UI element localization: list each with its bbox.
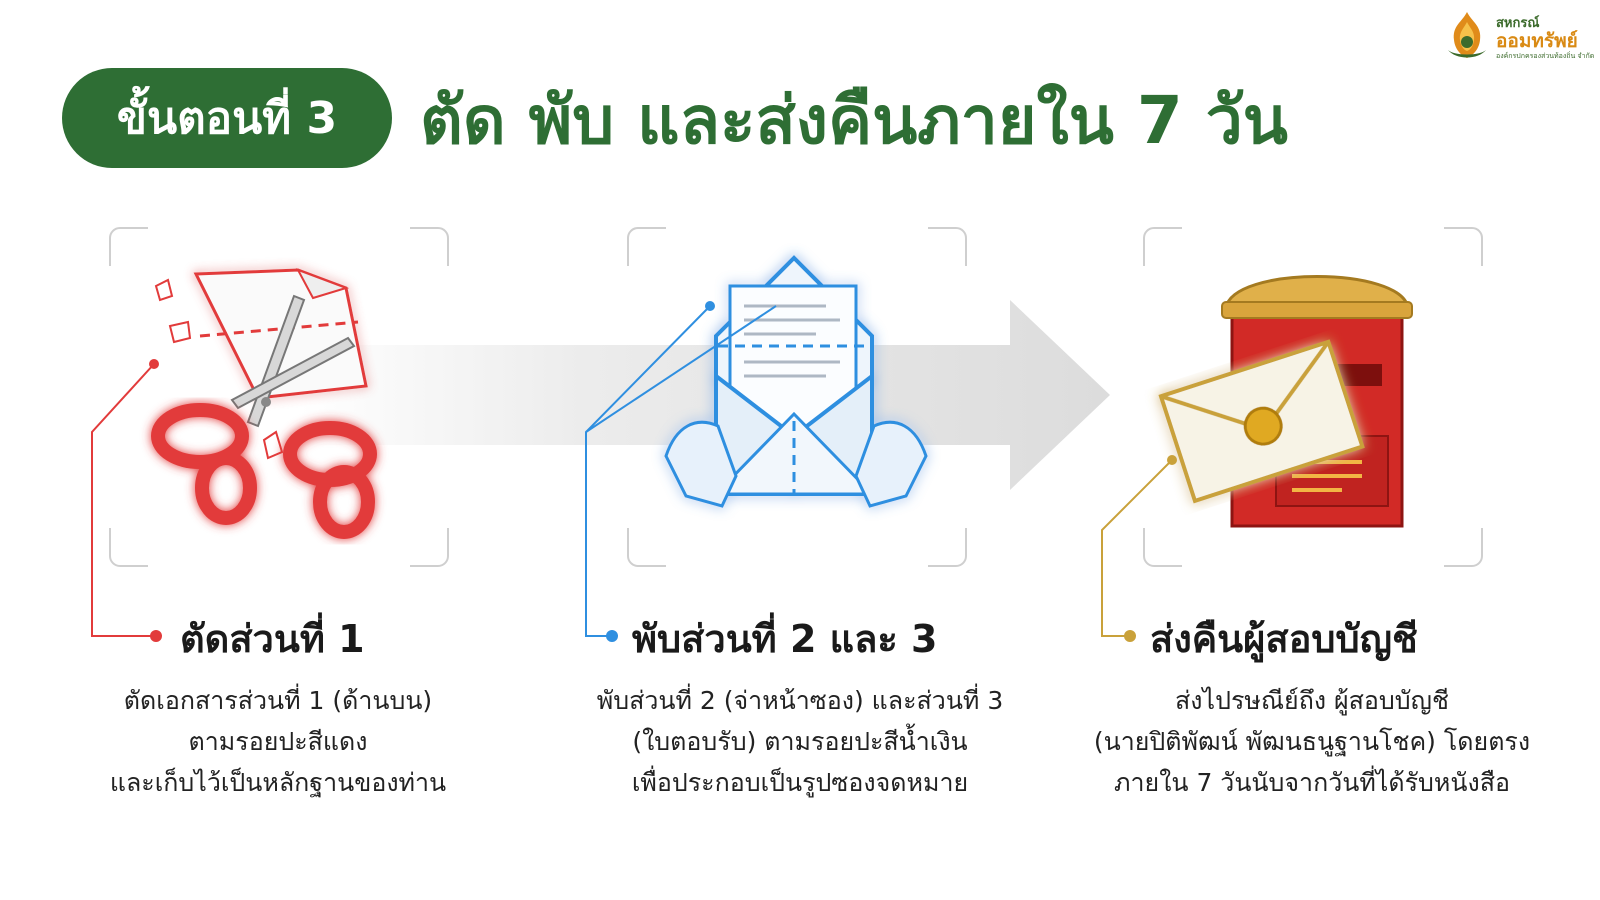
step-2-description: พับส่วนที่ 2 (จ่าหน้าซอง) และส่วนที่ 3 (… [570,680,1030,803]
step-1-image-frame [108,226,450,568]
flame-emblem-icon [1448,12,1486,58]
step-3-desc-line: ส่งไปรษณีย์ถึง ผู้สอบบัญชี [1175,686,1449,715]
logo-text-sub: องค์กรปกครองส่วนท้องถิ่น จำกัด [1496,52,1595,60]
step-1-desc-line: ตามรอยปะสีแดง [188,727,368,756]
step-2-desc-line: (ใบตอบรับ) ตามรอยปะสีน้ำเงิน [632,727,968,756]
logo-text-top: สหกรณ์ [1496,16,1540,31]
step-3-desc-line: (นายปิติพัฒน์ พัฒนธนูฐานโชค) โดยตรง [1093,727,1531,756]
step-2-desc-line: พับส่วนที่ 2 (จ่าหน้าซอง) และส่วนที่ 3 [596,686,1004,715]
scissors-cut-paper-icon [151,268,377,539]
step-1-title: ตัดส่วนที่ 1 [180,617,365,661]
step-3-desc-line: ภายใน 7 วันนับจากวันที่ได้รับหนังสือ [1114,768,1510,797]
step-2-title: พับส่วนที่ 2 และ 3 [632,617,938,661]
step-1-desc-line: ตัดเอกสารส่วนที่ 1 (ด้านบน) [123,686,433,715]
logo-text-main: ออมทรัพย์ [1496,30,1578,52]
step-2-image-frame [626,226,968,568]
step-3-title: ส่งคืนผู้สอบบัญชี [1150,617,1418,661]
mailbox-letter-icon [1158,275,1413,528]
step-3-image-frame [1142,226,1484,568]
cooperative-logo: สหกรณ์ ออมทรัพย์ องค์กรปกครองส่วนท้องถิ่… [1442,8,1595,64]
step-badge: ขั้นตอนที่ 3 [62,68,392,168]
step-2-desc-line: เพื่อประกอบเป็นรูปซองจดหมาย [631,768,969,797]
step-badge-label: ขั้นตอนที่ 3 [116,93,338,144]
folded-envelope-icon [664,255,928,508]
step-1-desc-line: และเก็บไว้เป็นหลักฐานของท่าน [109,768,447,797]
step-3-description: ส่งไปรษณีย์ถึง ผู้สอบบัญชี (นายปิติพัฒน์… [1082,680,1542,803]
page-title: ตัด พับ และส่งคืนภายใน 7 วัน [420,82,1288,159]
step-1-description: ตัดเอกสารส่วนที่ 1 (ด้านบน) ตามรอยปะสีแด… [48,680,508,803]
